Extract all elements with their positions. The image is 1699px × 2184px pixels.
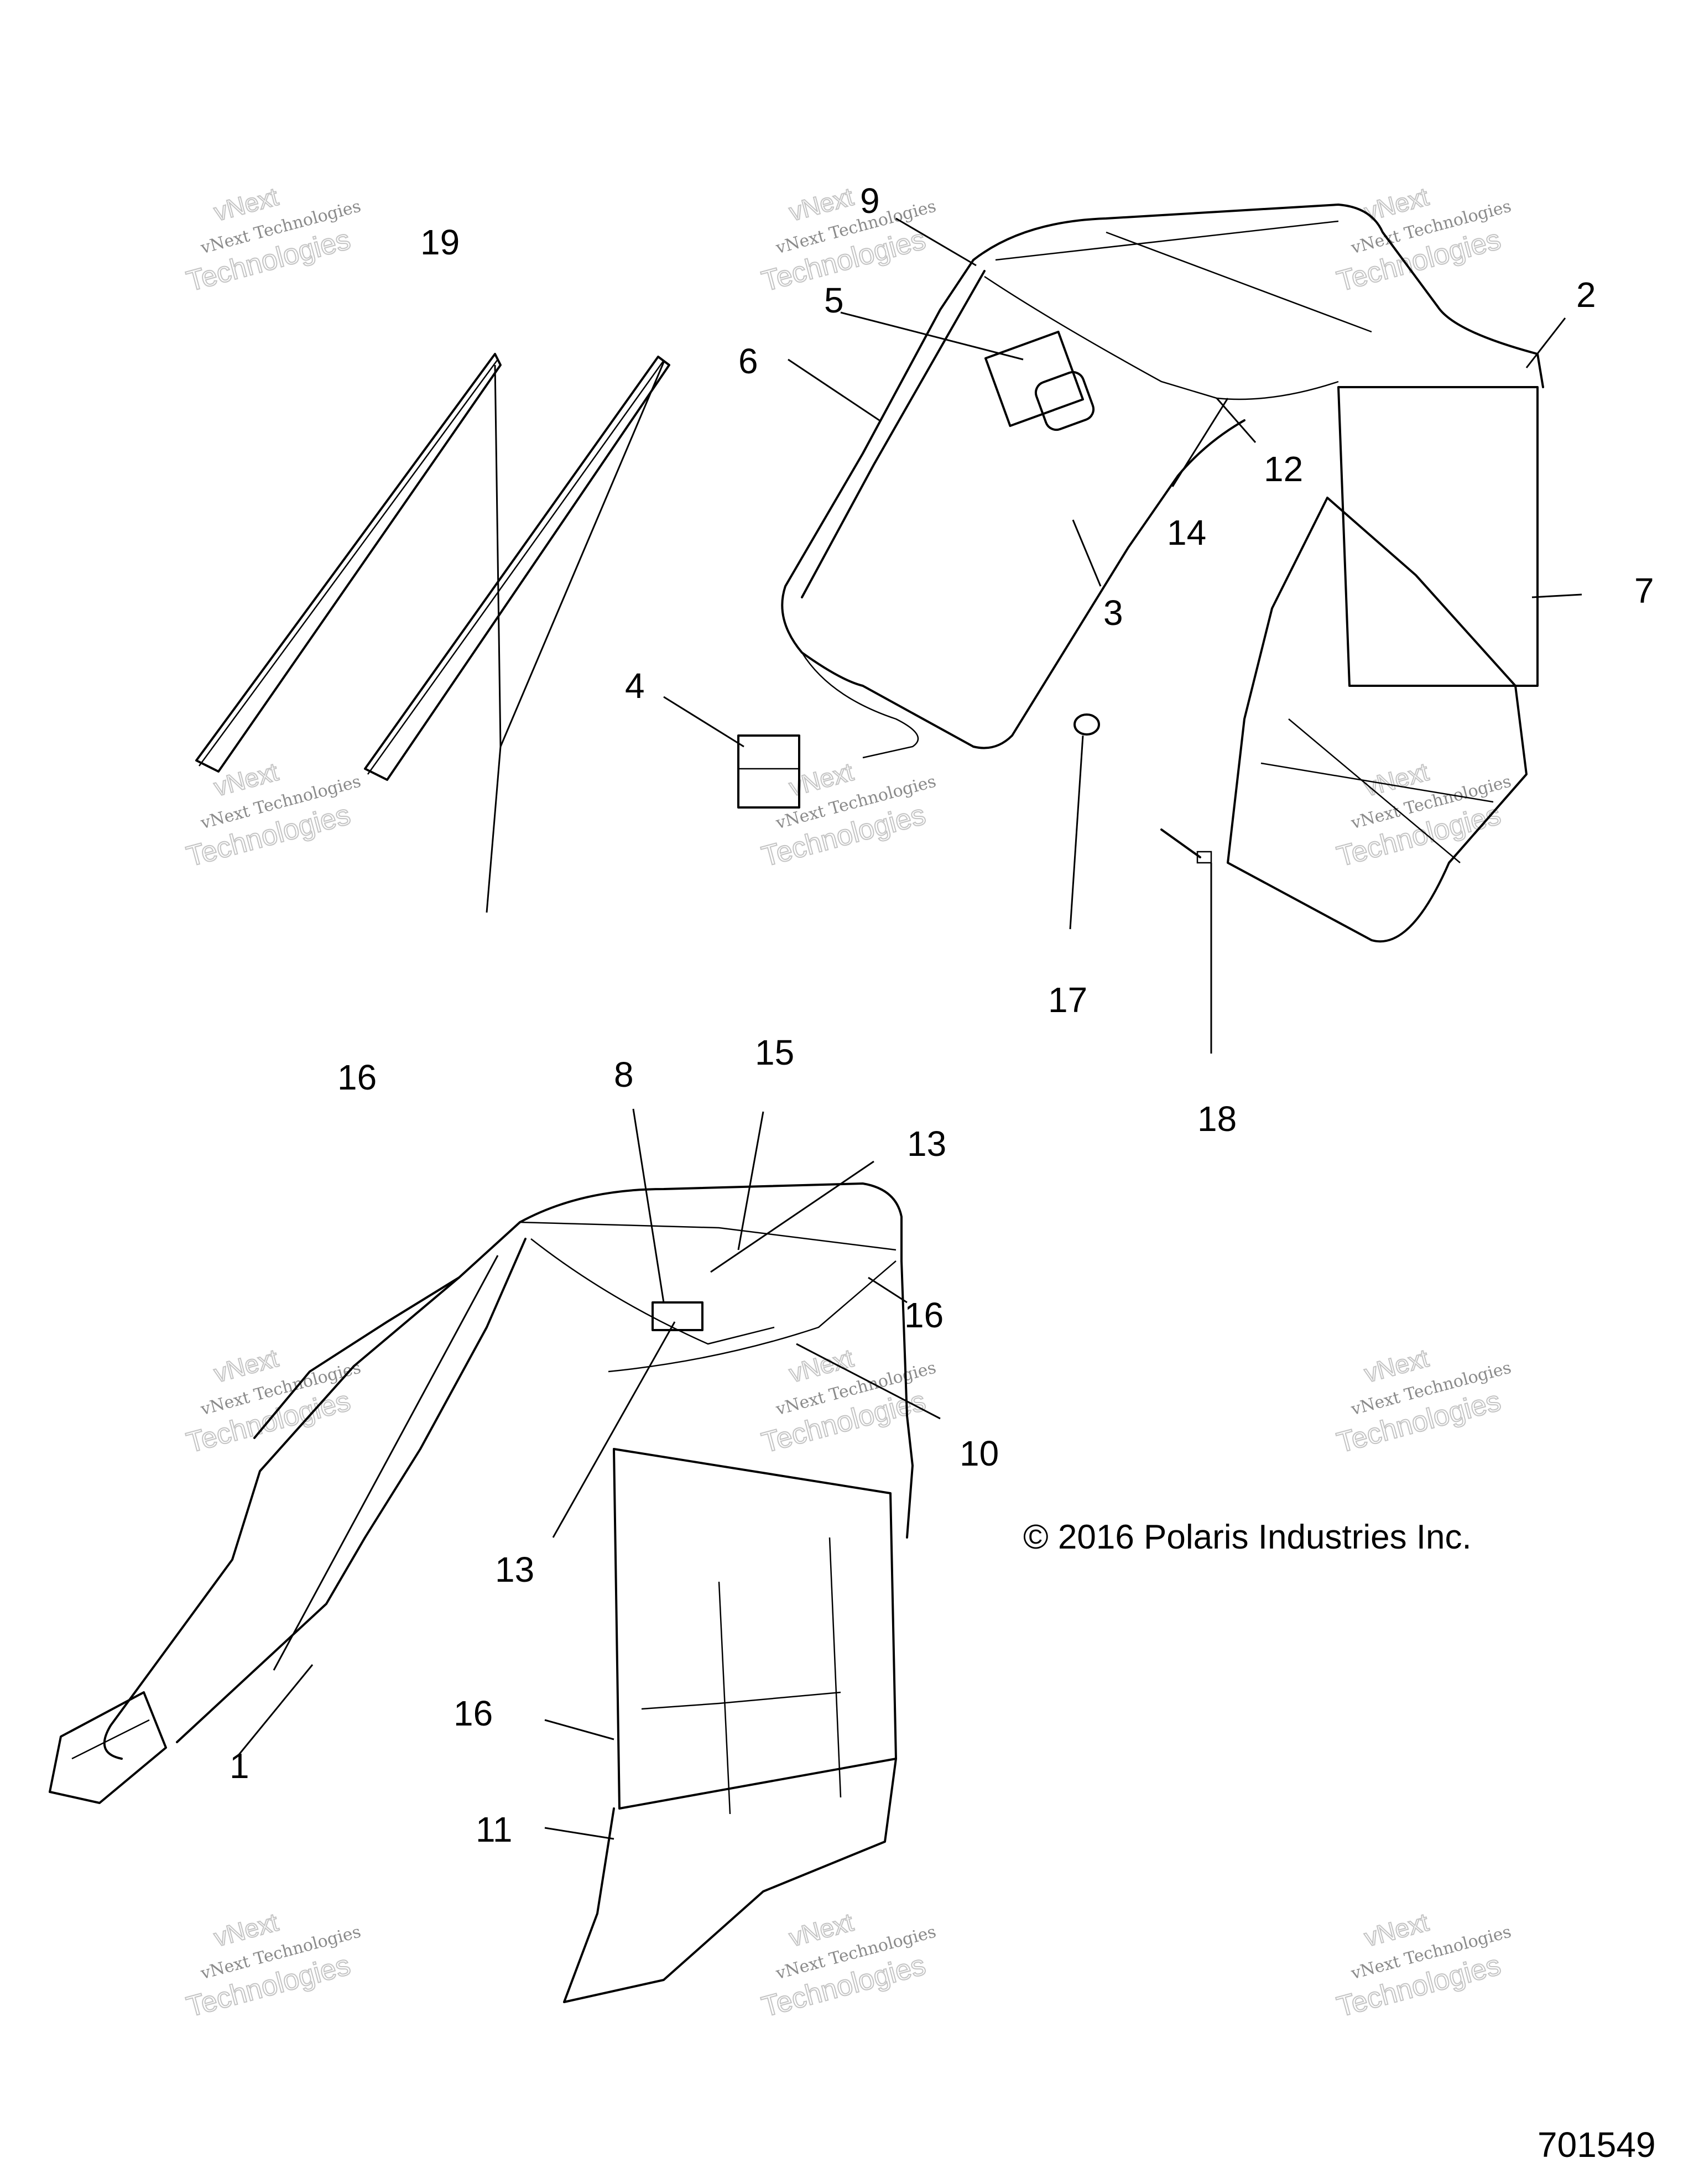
watermark: vNext vNext Technologies Technologies	[758, 1907, 938, 2024]
watermark: vNext vNext Technologies Technologies	[758, 1343, 938, 1460]
callout-9: 9	[860, 181, 880, 221]
callout-2: 2	[1576, 275, 1596, 315]
housing-part-1	[49, 1691, 167, 1804]
callout-18: 18	[1197, 1099, 1237, 1139]
lower-roof-assembly	[49, 1182, 914, 2003]
callout-4: 4	[625, 666, 645, 706]
callout-10: 10	[960, 1434, 999, 1473]
watermark: vNext vNext Technologies Technologies	[1333, 1907, 1513, 2024]
watermark: vNext vNext Technologies Technologies	[183, 1343, 363, 1460]
document-number: 701549	[1538, 2125, 1656, 2165]
watermark: vNext vNext Technologies Technologies	[183, 181, 363, 299]
callout-13: 13	[907, 1124, 946, 1164]
trim-strips-part-19	[195, 353, 670, 781]
leader-lines	[237, 217, 1582, 1840]
bracket-box-part-4	[737, 734, 800, 809]
callout-12: 12	[1264, 449, 1303, 489]
callout-16-lower: 16	[454, 1693, 493, 1733]
callout-16-right: 16	[904, 1295, 944, 1335]
callout-5: 5	[824, 280, 844, 320]
callout-17: 17	[1048, 980, 1087, 1020]
bracket-part-8	[652, 1301, 703, 1331]
watermark: vNext vNext Technologies Technologies	[758, 757, 938, 874]
watermark: vNext vNext Technologies Technologies	[183, 1907, 363, 2024]
callout-11: 11	[476, 1810, 512, 1849]
callout-1: 1	[230, 1746, 249, 1786]
copyright-notice: © 2016 Polaris Industries Inc.	[1023, 1518, 1472, 1556]
callout-19: 19	[420, 222, 460, 262]
upper-roof-assembly	[737, 204, 1544, 943]
callout-7: 7	[1634, 571, 1654, 611]
callout-14: 14	[1167, 513, 1206, 552]
callout-3: 3	[1103, 593, 1123, 633]
grommet-part-17	[1073, 713, 1100, 736]
watermark: vNext vNext Technologies Technologies	[1333, 1343, 1513, 1460]
fastener-part-18	[1160, 828, 1212, 864]
callout-13-lower: 13	[495, 1550, 534, 1589]
callouts: 1 2 3 4 5 6 7 8 9 10 11 12 13 14 15 16 1…	[230, 181, 1654, 1849]
callout-6: 6	[738, 341, 758, 381]
callout-16: 16	[337, 1057, 377, 1097]
callout-15: 15	[755, 1033, 794, 1072]
callout-8: 8	[614, 1055, 634, 1094]
watermark: vNext vNext Technologies Technologies	[1333, 757, 1513, 874]
watermark: vNext vNext Technologies Technologies	[1333, 181, 1513, 299]
